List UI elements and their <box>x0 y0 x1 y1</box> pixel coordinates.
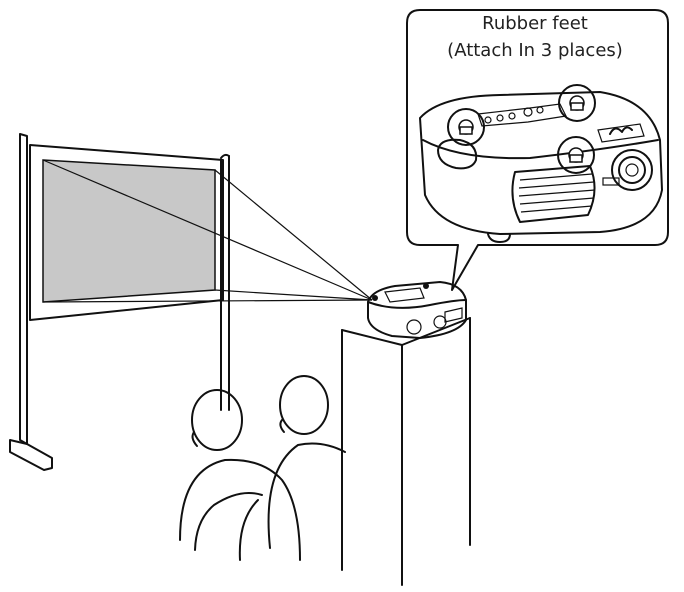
viewers-icon <box>179 375 346 561</box>
screen-surface <box>42 159 216 303</box>
rubber-foot-marker-left <box>447 108 485 146</box>
rubber-foot-marker-front <box>557 136 595 174</box>
projection-beam <box>42 159 373 303</box>
callout-title: Rubber feet <box>482 13 588 34</box>
projector-icon <box>367 281 467 339</box>
pedestal <box>341 317 471 586</box>
callout-bubble <box>406 9 669 291</box>
projection-screen <box>9 133 230 471</box>
callout-subtitle: (Attach In 3 places) <box>447 40 623 61</box>
rubber-foot-marker-right <box>558 84 596 122</box>
projector-closeup-icon <box>419 84 663 243</box>
